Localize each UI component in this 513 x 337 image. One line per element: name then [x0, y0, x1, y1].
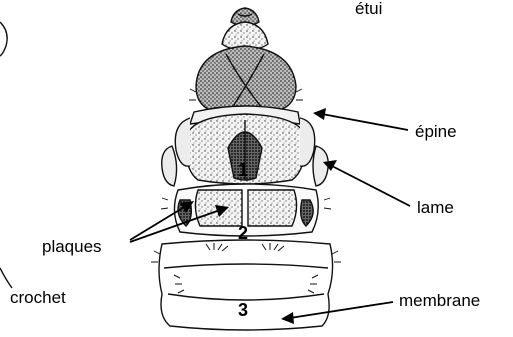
hook-edge-top [0, 22, 7, 56]
label-plaques: plaques [42, 237, 102, 256]
arrow-lame [323, 160, 410, 206]
label-lame: lame [417, 198, 454, 217]
side-spine-right [300, 118, 315, 166]
label-epine: épine [415, 122, 457, 141]
segment-3-number: 3 [238, 300, 248, 320]
lateral-lamella-right [313, 146, 328, 186]
label-etui: étui [355, 0, 382, 18]
lateral-lamella-left [162, 146, 177, 186]
insect-body: 1 2 3 [151, 8, 341, 330]
segment-2-number: 2 [238, 223, 248, 243]
arrow-epine [313, 108, 408, 130]
label-crochet: crochet [10, 288, 66, 307]
label-membrane: membrane [399, 291, 480, 310]
side-spine-left [175, 118, 190, 166]
plate-right [248, 190, 297, 226]
hook-edge-bottom [0, 268, 12, 288]
segment-1-number: 1 [238, 160, 248, 180]
thorax-shield [196, 46, 296, 113]
